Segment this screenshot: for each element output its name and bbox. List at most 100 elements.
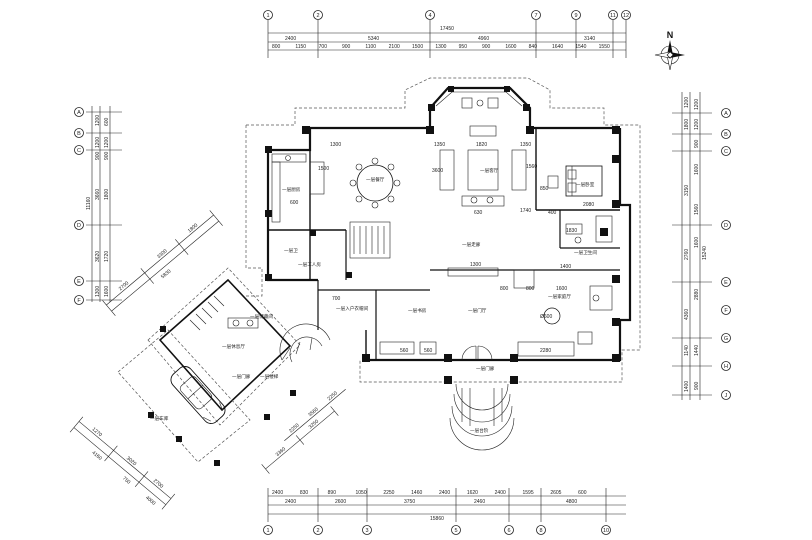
right-row2-dim-4: 1560 — [694, 204, 700, 215]
top-dim-1: 2400 — [285, 36, 296, 42]
inner-dim-11: 1600 — [556, 286, 567, 292]
room-label-kitchen: 一层厨房 — [282, 186, 301, 193]
axis-bubble-right-E: E — [724, 280, 728, 286]
left-row2-dim-3: 1800 — [104, 189, 110, 200]
axis-bubble-bottom-2: 2 — [316, 528, 319, 534]
right-row1-dim-4: 4360 — [684, 309, 690, 320]
axis-bubble-right-C: C — [724, 149, 728, 155]
diag-right2-dim-3: 2250 — [326, 390, 339, 402]
axis-bubble-top-4: 4 — [428, 13, 431, 19]
north-arrow: N — [654, 30, 685, 71]
circle-diameter-dim: Ø600 — [540, 314, 552, 320]
diag-upper-dim-4: 5830 — [160, 268, 173, 280]
axis-bubble-right-B: B — [724, 132, 728, 138]
axis-bubble-right-F: F — [724, 308, 728, 314]
entry-door — [461, 345, 493, 361]
room-label-lounge: 一层休息厅 — [222, 343, 245, 350]
room-label-study: 一层书房 — [408, 307, 427, 314]
axis-bubble-right-G: G — [724, 336, 728, 342]
axis-bubble-right-J: J — [725, 393, 728, 399]
left-dimension-row: 1200120090036603620130060012009001800172… — [95, 115, 110, 297]
bottom-row1-dim-0: 2400 — [272, 490, 283, 496]
bay-chairs-icon — [461, 97, 499, 109]
diag-upper-dim-3: 1800 — [187, 222, 200, 234]
bottom-row1-dim-7: 1620 — [467, 490, 478, 496]
inner-dim-3: 3600 — [432, 168, 443, 174]
top-row2-dim-1: 1150 — [295, 44, 306, 50]
top-row2-dim-6: 1500 — [412, 44, 423, 50]
axis-bubble-left-F: F — [77, 298, 81, 304]
right-row1-dim-3: 2760 — [684, 249, 690, 260]
top-row2-dim-7: 1300 — [435, 44, 446, 50]
inner-dim-22: 1350 — [520, 142, 531, 148]
inner-dim-6: 1830 — [566, 228, 577, 234]
inner-dim-18: 560 — [400, 348, 409, 354]
inner-dim-5: 2080 — [583, 202, 594, 208]
room-label-bedroom: 一层卧室 — [576, 181, 595, 188]
diag-upper-dim-1: 2700 — [118, 280, 131, 292]
diagonal-dimension-lower: 1270 3020 2700 4160 750 4000 — [69, 416, 176, 510]
bottom-row1-dim-6: 2400 — [439, 490, 450, 496]
top-row2-dim-4: 1100 — [365, 44, 376, 50]
top-row2-dim-3: 900 — [342, 44, 351, 50]
left-row1-dim-5: 1300 — [95, 286, 101, 297]
top-row2-dim-13: 1540 — [575, 44, 586, 50]
diag-lower-dim-1: 1270 — [91, 426, 104, 438]
inner-dim-17: 630 — [474, 210, 483, 216]
axis-bubble-left-E: E — [77, 279, 81, 285]
right-row1-dim-2: 3150 — [684, 185, 690, 196]
top-dim-2: 5340 — [368, 36, 379, 42]
room-label-family: 一层家庭厅 — [548, 293, 571, 300]
front-steps — [444, 376, 518, 451]
bottom-row2-dim-2: 3750 — [404, 499, 415, 505]
garage-wing: 一层车库 一层休息厅 一层储藏间 一层门廊 — [117, 267, 301, 466]
left-dimension-chain: 11160 1200120090036603620130060012009001… — [86, 106, 122, 302]
main-house: 一层餐厅 一层厨房 一层卫 一层客厅 一层走廊 一层书房 一层卧室 一层卫生间 … — [245, 77, 641, 451]
diagonal-dimension-upper: 2700 3300 1800 5830 — [102, 210, 223, 316]
inner-dim-2: 1820 — [476, 142, 487, 148]
spiral-stair — [279, 323, 331, 363]
room-label-entry: 一层楼梯 — [260, 373, 279, 380]
living-sofa-icon — [439, 125, 527, 207]
right-axis-bubbles: A B C D E F G H J — [721, 108, 731, 400]
axis-bubble-top-12: 12 — [623, 13, 629, 19]
axis-bubble-left-B: B — [77, 131, 81, 137]
diag-lower-dim-4: 4160 — [90, 450, 103, 462]
left-row1-dim-1: 1200 — [95, 137, 101, 148]
inner-dim-12: 2280 — [540, 348, 551, 354]
inner-dim-10: 1400 — [560, 264, 571, 270]
diag-lower-dim-6: 4000 — [144, 495, 157, 507]
bottom-row2-dim-1: 2600 — [335, 499, 346, 505]
top-row2-dim-10: 1600 — [505, 44, 516, 50]
main-stair — [349, 221, 391, 259]
bottom-row1-dim-4: 2250 — [383, 490, 394, 496]
left-row2-dim-2: 900 — [104, 151, 110, 160]
right-row2-dim-3: 1600 — [694, 164, 700, 175]
bottom-row1-dim-11: 600 — [578, 490, 587, 496]
inner-dim-0: 1300 — [330, 142, 341, 148]
diagonal-dimension-right-2: 2250 3560 2250 — [284, 389, 346, 441]
axis-bubble-left-A: A — [77, 110, 81, 116]
left-row2-dim-1: 1200 — [104, 137, 110, 148]
kitchen-counter — [271, 153, 325, 223]
inner-dim-21: 1350 — [434, 142, 445, 148]
left-row1-dim-3: 3660 — [95, 189, 101, 200]
top-axis-bubbles: 1 2 4 7 9 11 12 — [263, 10, 631, 20]
bathroom-fixtures — [565, 215, 613, 311]
inner-dim-4: 1560 — [526, 164, 537, 170]
room-label-garage: 一层车库 — [150, 415, 169, 422]
axis-bubble-top-7: 7 — [534, 13, 537, 19]
left-row2-dim-0: 600 — [104, 117, 110, 126]
top-row2-dim-5: 2100 — [389, 44, 400, 50]
left-row2-dim-5: 1600 — [104, 286, 110, 297]
right-row1-dim-5: 1140 — [684, 345, 690, 356]
left-axis-bubbles: A B C D E F — [74, 107, 84, 305]
top-row2-dim-2: 700 — [319, 44, 328, 50]
bottom-row2-dim-3: 2460 — [474, 499, 485, 505]
hall-sofa-icon — [379, 307, 593, 357]
